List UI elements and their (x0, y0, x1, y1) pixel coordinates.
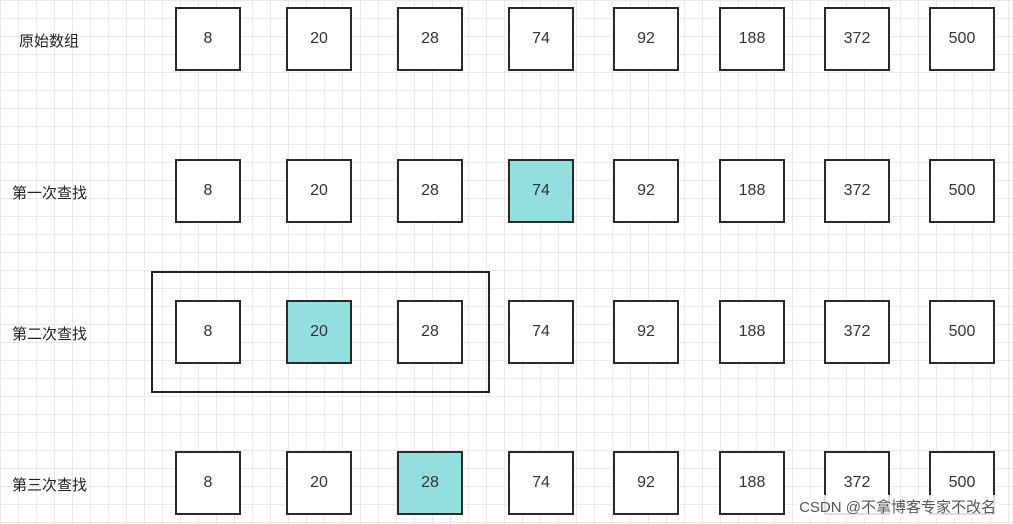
array-cell-row3-6: 188 (719, 300, 785, 364)
array-cell-row1-1: 8 (175, 7, 241, 71)
array-cell-row2-2: 20 (286, 159, 352, 223)
array-cell-row3-3: 28 (397, 300, 463, 364)
array-cell-row4-5: 92 (613, 451, 679, 515)
search-range-bracket (151, 271, 490, 393)
array-cell-row4-4: 74 (508, 451, 574, 515)
array-cell-row2-6: 188 (719, 159, 785, 223)
array-cell-row4-6: 188 (719, 451, 785, 515)
array-cell-row1-4: 74 (508, 7, 574, 71)
row-label-1: 原始数组 (19, 33, 80, 50)
array-cell-row1-5: 92 (613, 7, 679, 71)
row-label-3: 第二次查找 (12, 326, 88, 343)
array-cell-row4-1: 8 (175, 451, 241, 515)
row-label-2: 第一次查找 (12, 185, 88, 202)
array-cell-row3-2: 20 (286, 300, 352, 364)
watermark: CSDN @不拿博客专家不改名 (796, 495, 999, 518)
array-cell-row4-2: 20 (286, 451, 352, 515)
array-cell-row1-8: 500 (929, 7, 995, 71)
array-cell-row3-8: 500 (929, 300, 995, 364)
array-cell-row2-8: 500 (929, 159, 995, 223)
array-cell-row3-1: 8 (175, 300, 241, 364)
array-cell-row4-3: 28 (397, 451, 463, 515)
array-cell-row1-7: 372 (824, 7, 890, 71)
array-cell-row1-6: 188 (719, 7, 785, 71)
array-cell-row2-3: 28 (397, 159, 463, 223)
array-cell-row2-1: 8 (175, 159, 241, 223)
array-cell-row3-4: 74 (508, 300, 574, 364)
array-cell-row2-4: 74 (508, 159, 574, 223)
array-cell-row1-2: 20 (286, 7, 352, 71)
row-label-4: 第三次查找 (12, 477, 88, 494)
array-cell-row2-5: 92 (613, 159, 679, 223)
array-cell-row1-3: 28 (397, 7, 463, 71)
array-cell-row2-7: 372 (824, 159, 890, 223)
array-cell-row3-7: 372 (824, 300, 890, 364)
array-cell-row3-5: 92 (613, 300, 679, 364)
